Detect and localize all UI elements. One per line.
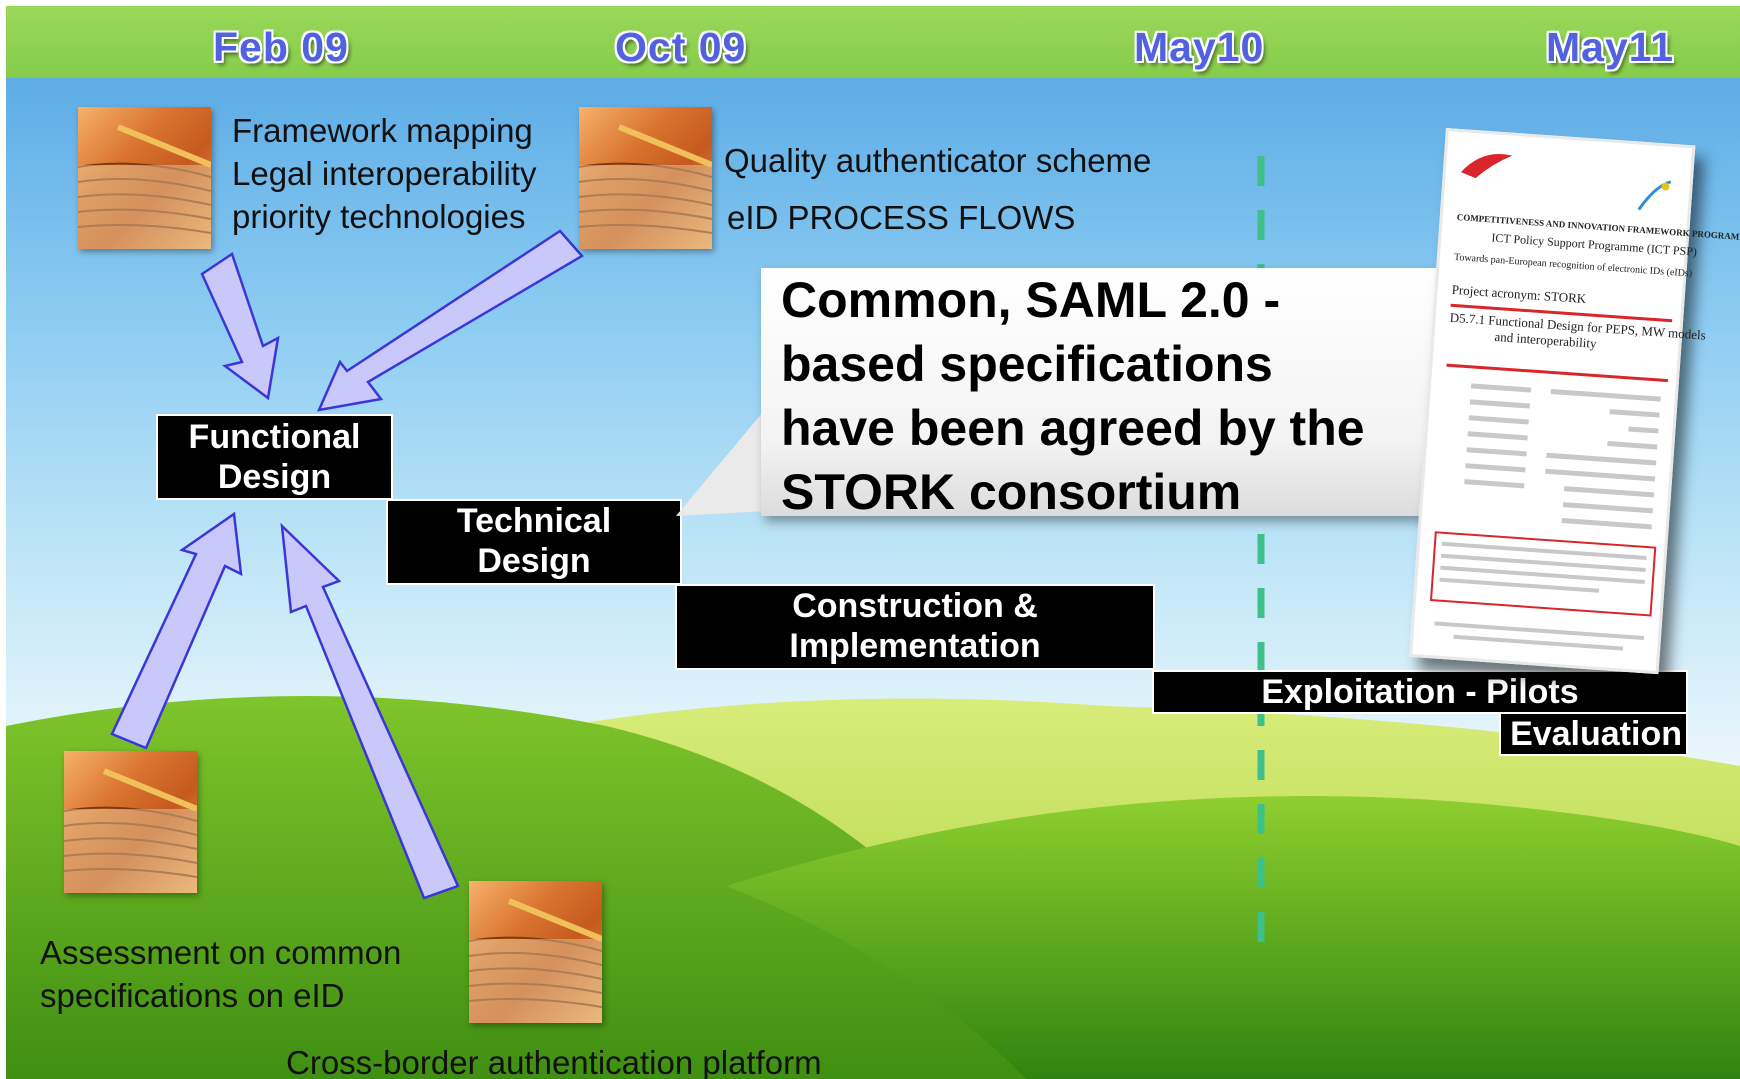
document-text-line xyxy=(1607,441,1658,450)
document-stack-icon-top-left xyxy=(78,107,211,249)
document-stack-icon-bottom-center xyxy=(469,881,602,1023)
arrow-bottomcenter-to-functional xyxy=(280,522,460,900)
document-logo-right xyxy=(1637,180,1672,211)
arrow-topmiddle-to-functional xyxy=(316,229,584,412)
callout-line-3: have been agreed by the xyxy=(781,400,1365,456)
document-text-line xyxy=(1469,399,1530,409)
document-text-line xyxy=(1546,452,1657,466)
callout-box: Common, SAML 2.0 - based specifications … xyxy=(761,268,1476,520)
hills-background xyxy=(6,156,1740,1079)
document-text-line xyxy=(1563,486,1655,498)
label-legal-interoperability: Legal interoperability xyxy=(232,155,537,192)
right-hill xyxy=(726,796,1740,1079)
phase-functional-line-2: Design xyxy=(217,458,332,496)
document-text-line xyxy=(1465,463,1526,473)
document-logo-left xyxy=(1460,154,1513,179)
document-text-line xyxy=(1466,447,1527,457)
document-text-line xyxy=(1545,468,1656,482)
label-assessment-line-2: specifications on eID xyxy=(40,977,345,1014)
document-acronym: Project acronym: STORK xyxy=(1451,281,1587,307)
label-top-left: Framework mapping Legal interoperability… xyxy=(232,109,537,238)
document-rule-2 xyxy=(1446,363,1669,383)
callout-pointer xyxy=(676,406,768,516)
label-quality-authenticator: Quality authenticator scheme xyxy=(724,142,1152,179)
callout-line-4: STORK consortium xyxy=(781,464,1242,520)
label-bottom-left: Assessment on common specifications on e… xyxy=(40,931,401,1017)
arrows xyxy=(110,229,584,900)
phase-construction-line-1: Construction & xyxy=(792,587,1038,625)
date-may-10: May10 xyxy=(1134,24,1265,70)
timeline-header xyxy=(6,6,1740,78)
label-priority-technologies: priority technologies xyxy=(232,198,526,235)
callout-line-1: Common, SAML 2.0 - xyxy=(781,272,1281,328)
phase-functional-design: Functional Design xyxy=(156,414,393,500)
document-text-line xyxy=(1468,415,1529,425)
phase-construction-line-2: Implementation xyxy=(789,627,1041,665)
document-abstract-box xyxy=(1429,531,1657,617)
phase-evaluation: Evaluation xyxy=(1499,712,1688,756)
callout-line-2: based specifications xyxy=(781,336,1273,392)
phase-technical-line-1: Technical xyxy=(456,502,612,540)
arrow-topleft-to-functional xyxy=(200,252,280,401)
callout-text: Common, SAML 2.0 - based specifications … xyxy=(781,268,1365,524)
phase-technical-line-2: Design xyxy=(477,542,591,580)
document-text-line xyxy=(1439,577,1600,593)
label-eid-process-flows: eID PROCESS FLOWS xyxy=(727,199,1076,236)
label-cross-border-platform: Cross-border authentication platform xyxy=(286,1044,822,1079)
document-text-line xyxy=(1562,502,1653,514)
document-stack-icon-top-middle xyxy=(579,107,712,249)
document-text-line xyxy=(1609,409,1660,418)
label-framework-mapping: Framework mapping xyxy=(232,112,533,149)
slide: Feb 09 Oct 09 May10 May11 xyxy=(6,6,1740,1079)
label-assessment-line-1: Assessment on common xyxy=(40,934,402,971)
document-text-line xyxy=(1453,634,1624,651)
date-oct-09: Oct 09 xyxy=(615,24,747,70)
document-text-line xyxy=(1561,518,1652,530)
document-page: COMPETITIVENESS AND INNOVATION FRAMEWORK… xyxy=(1409,128,1740,675)
document-text-line xyxy=(1550,388,1661,402)
phase-exploitation-pilots: Exploitation - Pilots xyxy=(1152,670,1688,714)
document-text-line xyxy=(1470,383,1532,393)
document-text-line xyxy=(1467,431,1528,441)
phase-construction-implementation: Construction & Implementation xyxy=(675,584,1155,670)
phase-functional-line-1: Functional xyxy=(188,418,361,456)
document-text-line xyxy=(1464,479,1525,489)
date-may-11: May11 xyxy=(1546,24,1675,70)
document-stack-icon-bottom-left xyxy=(64,751,197,893)
document-text-line xyxy=(1628,426,1659,434)
deliverable-document-image: COMPETITIVENESS AND INNOVATION FRAMEWORK… xyxy=(1409,128,1740,675)
arrow-bottomleft-to-functional xyxy=(110,511,243,750)
date-feb-09: Feb 09 xyxy=(213,24,349,70)
phase-technical-design: Technical Design xyxy=(386,499,682,585)
